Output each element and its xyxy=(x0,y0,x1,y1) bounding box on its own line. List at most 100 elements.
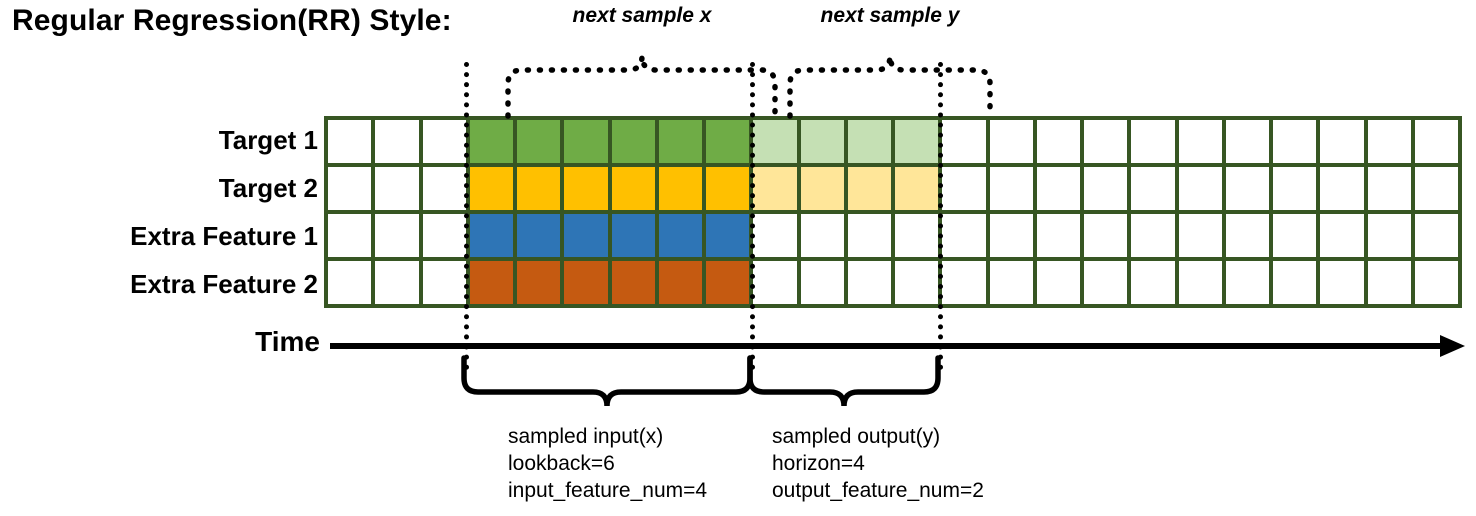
note-sampled-input: sampled input(x) lookback=6 input_featur… xyxy=(508,423,707,504)
grid-cell-r2-c23 xyxy=(1367,167,1411,210)
grid-cell-r4-c17 xyxy=(1084,261,1128,304)
grid-cell-r1-c17 xyxy=(1084,120,1128,163)
grid-cell-r4-c19 xyxy=(1178,261,1222,304)
grid-cell-r2-c4 xyxy=(469,167,513,210)
grid-cell-r3-c15 xyxy=(989,214,1033,257)
grid-cell-r4-c2 xyxy=(375,261,419,304)
grid-cell-r2-c12 xyxy=(847,167,891,210)
grid-cell-r2-c7 xyxy=(611,167,655,210)
time-axis-arrow-icon xyxy=(1440,335,1465,357)
grid-cell-r4-c23 xyxy=(1367,261,1411,304)
grid-cell-r3-c16 xyxy=(1036,214,1080,257)
grid-cell-r3-c1 xyxy=(328,214,372,257)
grid-cell-r4-c9 xyxy=(706,261,750,304)
grid-cell-r2-c2 xyxy=(375,167,419,210)
note-sampled-input-line2: lookback=6 xyxy=(508,452,615,475)
grid-cell-r3-c17 xyxy=(1084,214,1128,257)
grid-cell-r2-c10 xyxy=(753,167,797,210)
grid-cell-r2-c8 xyxy=(658,167,702,210)
grid-cell-r1-c14 xyxy=(942,120,986,163)
grid-cell-r4-c11 xyxy=(800,261,844,304)
grid-cell-r2-c21 xyxy=(1273,167,1317,210)
grid-cell-r1-c13 xyxy=(895,120,939,163)
grid-cell-r3-c7 xyxy=(611,214,655,257)
grid-cell-r4-c18 xyxy=(1131,261,1175,304)
top-brace-next-sample-x xyxy=(505,55,778,119)
grid-cell-r4-c12 xyxy=(847,261,891,304)
guide-line-input-end xyxy=(750,62,755,370)
grid-cell-r3-c2 xyxy=(375,214,419,257)
grid-cell-r3-c10 xyxy=(753,214,797,257)
grid-cell-r1-c11 xyxy=(800,120,844,163)
grid-cell-r4-c24 xyxy=(1414,261,1458,304)
row-label-extra-feature-2: Extra Feature 2 xyxy=(130,269,318,299)
grid-cell-r4-c13 xyxy=(895,261,939,304)
grid-cell-r2-c13 xyxy=(895,167,939,210)
grid-cell-r4-c5 xyxy=(517,261,561,304)
grid-cell-r1-c15 xyxy=(989,120,1033,163)
row-label-column: Target 1 Target 2 Extra Feature 1 Extra … xyxy=(30,116,318,308)
grid-cell-r2-c9 xyxy=(706,167,750,210)
grid-cell-r1-c16 xyxy=(1036,120,1080,163)
grid-cell-r4-c10 xyxy=(753,261,797,304)
grid-cell-r1-c24 xyxy=(1414,120,1458,163)
grid-cell-r1-c8 xyxy=(658,120,702,163)
page-title: Regular Regression(RR) Style: xyxy=(12,4,452,37)
time-axis-line xyxy=(330,343,1448,349)
grid-cell-r4-c3 xyxy=(422,261,466,304)
grid-cell-r4-c21 xyxy=(1273,261,1317,304)
grid-cell-r4-c14 xyxy=(942,261,986,304)
grid-cell-r3-c5 xyxy=(517,214,561,257)
grid-cell-r1-c21 xyxy=(1273,120,1317,163)
grid-cell-r3-c11 xyxy=(800,214,844,257)
grid-cell-r4-c16 xyxy=(1036,261,1080,304)
grid-cell-r4-c15 xyxy=(989,261,1033,304)
grid-cell-r2-c11 xyxy=(800,167,844,210)
note-sampled-input-line3: input_feature_num=4 xyxy=(508,479,708,502)
note-sampled-output-line3: output_feature_num=2 xyxy=(772,479,984,502)
grid-cell-r3-c22 xyxy=(1320,214,1364,257)
grid-cell-r2-c6 xyxy=(564,167,608,210)
grid-cell-r4-c1 xyxy=(328,261,372,304)
timeseries-grid xyxy=(324,116,1462,308)
grid-cell-r2-c1 xyxy=(328,167,372,210)
bottom-brace-sampled-input xyxy=(461,355,753,407)
grid-cell-r4-c7 xyxy=(611,261,655,304)
grid-cell-r2-c24 xyxy=(1414,167,1458,210)
grid-cell-r1-c6 xyxy=(564,120,608,163)
grid-cell-r1-c3 xyxy=(422,120,466,163)
grid-cell-r1-c10 xyxy=(753,120,797,163)
time-axis xyxy=(330,335,1465,357)
grid-cell-r3-c4 xyxy=(469,214,513,257)
grid-cell-r2-c19 xyxy=(1178,167,1222,210)
grid-cell-r3-c3 xyxy=(422,214,466,257)
note-sampled-output: sampled output(y) horizon=4 output_featu… xyxy=(772,423,984,504)
grid-cell-r4-c6 xyxy=(564,261,608,304)
grid-cell-r3-c20 xyxy=(1225,214,1269,257)
note-sampled-input-line1: sampled input(x) xyxy=(508,425,664,448)
grid-cell-r1-c7 xyxy=(611,120,655,163)
grid-cell-r4-c22 xyxy=(1320,261,1364,304)
grid-cell-r3-c12 xyxy=(847,214,891,257)
grid-cell-r1-c18 xyxy=(1131,120,1175,163)
grid-cell-r3-c13 xyxy=(895,214,939,257)
note-sampled-output-line2: horizon=4 xyxy=(772,452,865,475)
grid-cell-r2-c3 xyxy=(422,167,466,210)
bottom-brace-sampled-output xyxy=(747,355,941,407)
row-label-extra-feature-1: Extra Feature 1 xyxy=(130,221,318,251)
row-label-target-2: Target 2 xyxy=(218,173,318,203)
grid-cell-r1-c2 xyxy=(375,120,419,163)
brace-label-next-sample-y: next sample y xyxy=(820,4,960,27)
grid-cell-r2-c16 xyxy=(1036,167,1080,210)
grid-cell-r2-c15 xyxy=(989,167,1033,210)
grid-cell-r1-c5 xyxy=(517,120,561,163)
grid-cell-r2-c17 xyxy=(1084,167,1128,210)
grid-cell-r2-c18 xyxy=(1131,167,1175,210)
grid-cell-r2-c20 xyxy=(1225,167,1269,210)
grid-cell-r3-c6 xyxy=(564,214,608,257)
grid-cell-r3-c18 xyxy=(1131,214,1175,257)
grid-cell-r3-c19 xyxy=(1178,214,1222,257)
guide-line-output-end xyxy=(938,62,943,370)
grid-cell-r4-c8 xyxy=(658,261,702,304)
grid-cell-r1-c12 xyxy=(847,120,891,163)
